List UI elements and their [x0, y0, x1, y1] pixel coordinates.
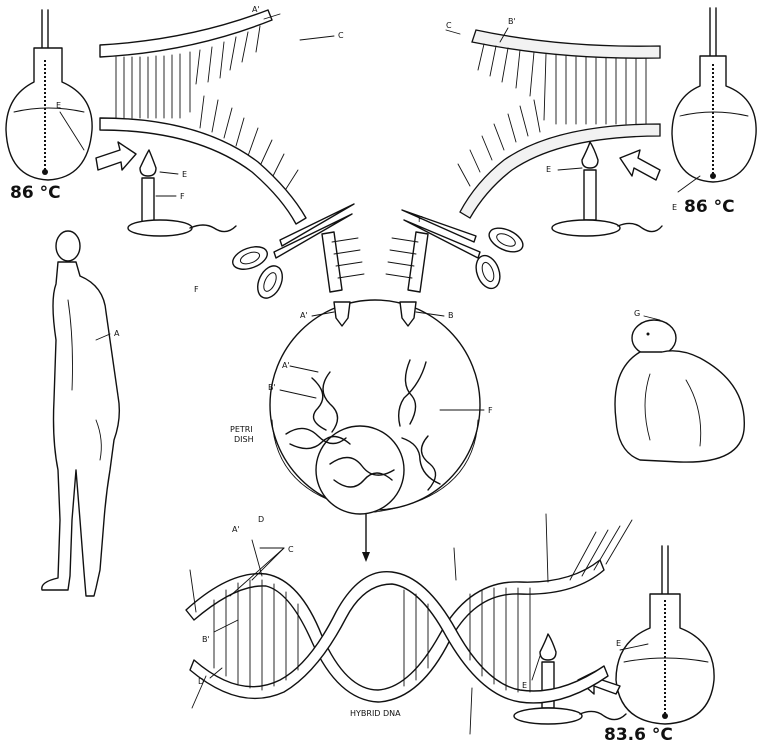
right-bunsen-burner: [552, 142, 662, 236]
left-flask-temperature: 86 °C: [10, 183, 61, 203]
label-g-chimpanzee: G: [634, 309, 640, 318]
label-d-hybrid-top: D: [258, 515, 264, 524]
label-b-prime-pair: B': [268, 383, 276, 392]
label-c-top-left: C: [338, 31, 344, 40]
label-e-left-flame: E: [182, 170, 187, 179]
label-a-prime-pair: A': [282, 361, 290, 370]
label-f-dish: F: [488, 406, 493, 415]
label-a-human: A: [114, 329, 120, 338]
right-flask: 86 °C: [672, 8, 756, 217]
left-heat-arrow: [96, 142, 136, 170]
label-c-top-right: C: [446, 21, 452, 30]
label-e-bottom-flame: E: [522, 681, 527, 690]
chimpanzee: [615, 320, 744, 462]
label-e-bottom-flask: E: [616, 639, 621, 648]
petri-dish-label-line2: DISH: [234, 435, 254, 444]
right-heat-arrow: [620, 150, 660, 180]
hybrid-dna-label: HYBRID DNA: [350, 709, 401, 718]
label-e-right-flask: E: [672, 203, 677, 212]
label-b-prime-top-right: B': [508, 17, 516, 26]
human-figure: [42, 231, 120, 596]
label-c-hybrid: C: [288, 545, 294, 554]
right-flask-temperature: 86 °C: [684, 197, 735, 217]
label-a-prime-top-left: A': [252, 5, 260, 14]
dna-fragment-right: [386, 232, 428, 292]
label-b-prime-hybrid: B': [202, 635, 210, 644]
label-e-right-flame: E: [546, 165, 551, 174]
label-f-left-scissors: F: [194, 285, 199, 294]
label-f-right-scissors: F: [418, 215, 423, 224]
label-d-hybrid-bottom: D: [198, 677, 204, 686]
label-f-left-burner: F: [180, 192, 185, 201]
top-left-dna-strands: [100, 10, 306, 224]
bottom-flask-temperature: 83.6 °C: [604, 725, 673, 741]
label-e-left-flask: E: [56, 101, 61, 110]
hybrid-dna-helix: [186, 514, 632, 734]
petri-dish: [270, 300, 480, 562]
left-flask: 86 °C: [6, 10, 92, 203]
label-a-prime-dish: A': [300, 311, 308, 320]
dna-fragment-left: [322, 232, 364, 292]
top-right-dna-strands: [458, 30, 660, 218]
petri-dish-label-line1: PETRI: [230, 425, 253, 434]
label-b-dish: B: [448, 311, 454, 320]
label-a-prime-hybrid: A': [232, 525, 240, 534]
bottom-bunsen-burner: [514, 634, 626, 724]
